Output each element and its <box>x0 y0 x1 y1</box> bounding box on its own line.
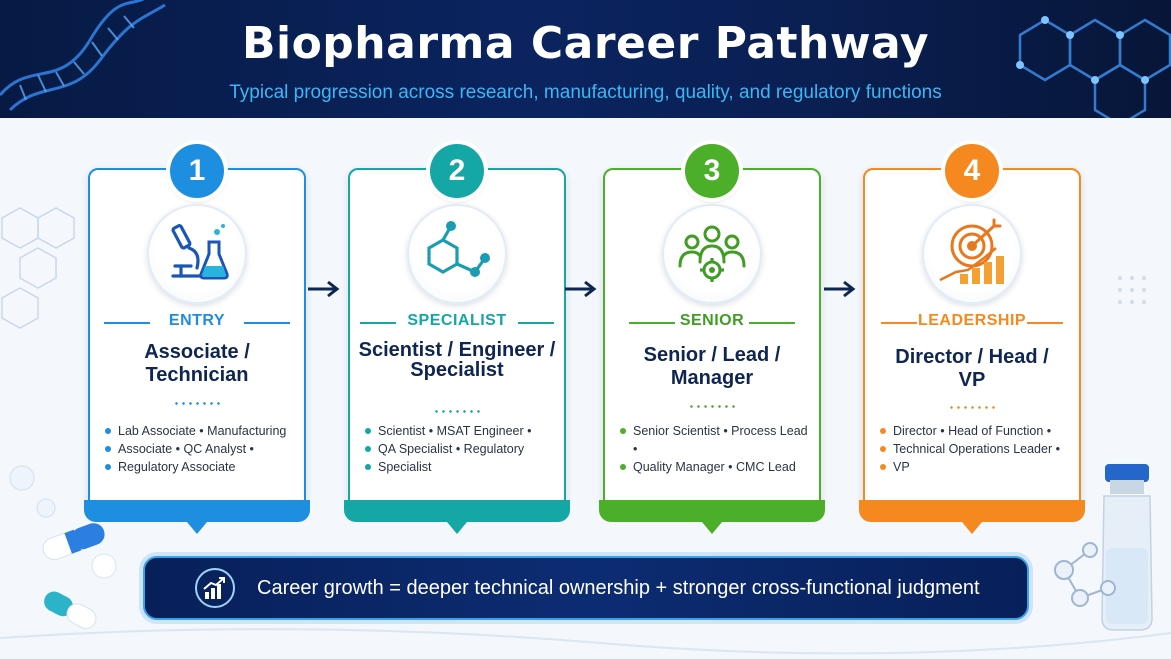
role-title: Scientist / Engineer / Specialist <box>358 339 556 381</box>
stage-card-senior: 3 SENIOR Senior / Lead / Manager Sen <box>599 144 825 534</box>
stage-number-badge: 4 <box>945 144 999 198</box>
role-example-line: Quality Manager • CMC Lead <box>619 458 809 476</box>
pill-capsules-decoration <box>9 465 117 629</box>
stage-label: SPECIALIST <box>350 312 564 332</box>
target-growth-icon <box>922 204 1022 304</box>
growth-chart-icon <box>195 568 235 608</box>
vial-decoration <box>1101 464 1153 631</box>
card-base <box>84 500 310 522</box>
card-base <box>599 500 825 522</box>
card-base <box>859 500 1085 522</box>
microscope-flask-icon <box>147 204 247 304</box>
role-title: Senior / Lead / Manager <box>643 344 781 389</box>
role-example-line: Specialist <box>364 458 554 476</box>
role-examples: Lab Associate • Manufacturing Associate … <box>104 422 294 476</box>
stage-label: ENTRY <box>90 312 304 332</box>
stage-label: LEADERSHIP <box>865 312 1079 332</box>
summary-text: Career growth = deeper technical ownersh… <box>257 577 980 599</box>
role-example-line: QA Specialist • Regulatory <box>364 440 554 458</box>
molecule-icon <box>407 204 507 304</box>
stage-number-badge: 1 <box>170 144 224 198</box>
stage-number-badge: 2 <box>430 144 484 198</box>
card-pointer <box>702 522 722 534</box>
role-examples: Director • Head of Function • Technical … <box>879 422 1069 476</box>
role-examples: Scientist • MSAT Engineer • QA Specialis… <box>364 422 554 476</box>
header-banner: Biopharma Career Pathway Typical progres… <box>0 0 1171 118</box>
stage-label: SENIOR <box>605 312 819 332</box>
dotted-divider <box>948 406 996 409</box>
role-title: Director / Head / VP <box>895 346 1049 391</box>
dotted-divider <box>688 405 736 408</box>
stage-card-entry: 1 ENTRY Associate / Technician Lab Assoc… <box>84 144 310 534</box>
role-example-line: Technical Operations Leader • <box>879 440 1069 458</box>
stage-number-badge: 3 <box>685 144 739 198</box>
dotted-divider <box>433 410 481 413</box>
card-base <box>344 500 570 522</box>
background-decoration <box>0 207 1171 655</box>
role-example-line: Lab Associate • Manufacturing <box>104 422 294 440</box>
card-pointer <box>187 522 207 534</box>
card-pointer <box>962 522 982 534</box>
team-gear-icon <box>662 204 762 304</box>
card-pointer <box>447 522 467 534</box>
role-example-line: Regulatory Associate <box>104 458 294 476</box>
arrow-right-icon <box>308 280 340 298</box>
page-title: Biopharma Career Pathway <box>241 18 930 69</box>
role-example-line: Associate • QC Analyst • <box>104 440 294 458</box>
dotted-divider <box>173 402 221 405</box>
stage-card-specialist: 2 SPECIALIST Scientist / Engineer / Spec… <box>344 144 570 534</box>
role-example-line: Director • Head of Function • <box>879 422 1069 440</box>
role-example-line: Scientist • MSAT Engineer • <box>364 422 554 440</box>
arrow-right-icon <box>565 280 597 298</box>
arrow-right-icon <box>824 280 856 298</box>
role-example-line: Senior Scientist • Process Lead • <box>619 422 809 458</box>
summary-banner: Career growth = deeper technical ownersh… <box>143 556 1029 620</box>
role-examples: Senior Scientist • Process Lead • Qualit… <box>619 422 809 476</box>
dna-hexagon-decoration <box>0 0 1171 118</box>
stage-card-leadership: 4 LEADERSHIP Director / H <box>859 144 1085 534</box>
page-subtitle: Typical progression across research, man… <box>229 82 942 103</box>
role-title: Associate / Technician <box>144 341 250 386</box>
role-example-line: VP <box>879 458 1069 476</box>
